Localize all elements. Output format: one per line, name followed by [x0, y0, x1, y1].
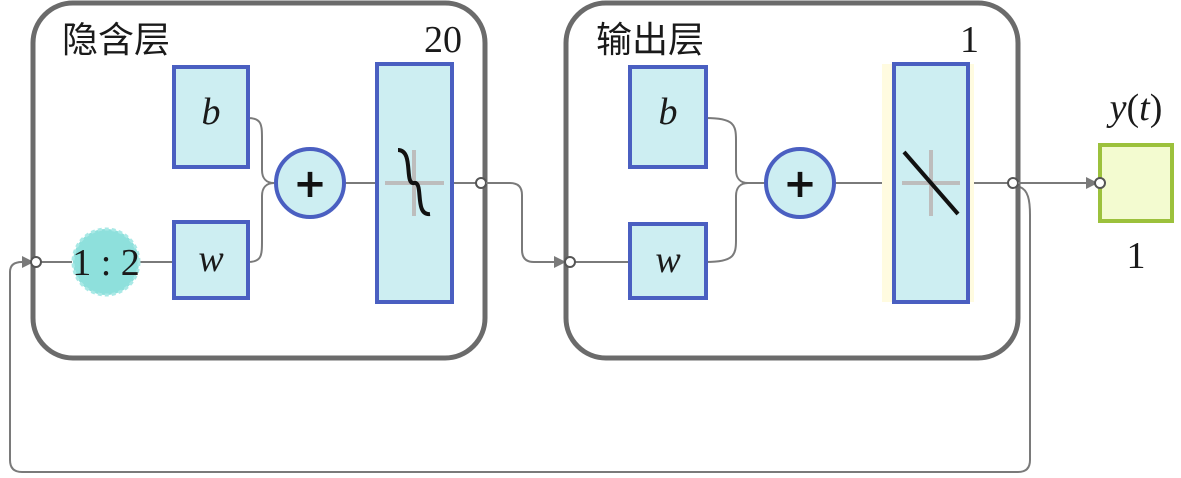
- output-label: y(t): [1106, 87, 1163, 129]
- hidden-to-output-wire: [486, 182, 556, 263]
- hidden-bias-label: b: [202, 91, 221, 133]
- output-weight-label: w: [655, 239, 681, 281]
- output-box: [1098, 143, 1174, 223]
- output-box-port: [1094, 177, 1106, 189]
- output-node: y(t) 1: [1094, 87, 1174, 277]
- output-weight-wire: [705, 182, 749, 263]
- output-layer: 输出层 1 w b +: [563, 0, 1021, 361]
- hidden-layer-size: 20: [424, 19, 462, 61]
- hidden-sum-symbol: +: [293, 161, 327, 207]
- tansig-icon: [385, 148, 444, 216]
- hidden-layer-title: 隐含层: [62, 20, 170, 61]
- output-weight-box: [628, 222, 708, 300]
- output-sum-node: [764, 147, 836, 219]
- hidden-sum-node: [274, 147, 346, 219]
- output-input-port: [564, 256, 576, 268]
- hidden-bias-box: [172, 65, 250, 169]
- output-size: 1: [1127, 235, 1146, 277]
- output-layer-title: 输出层: [596, 20, 704, 61]
- output-layer-output-port: [1007, 177, 1019, 189]
- final-output-arrowhead: [1086, 177, 1098, 189]
- hidden-input-port: [30, 256, 42, 268]
- hidden-bias-wire: [247, 117, 275, 184]
- feedback-arrowhead: [22, 256, 34, 268]
- hidden-to-output-arrowhead: [554, 256, 566, 268]
- delay-label: 1 : 2: [72, 242, 140, 284]
- hidden-weight-box: [172, 220, 250, 300]
- output-layer-size: 1: [960, 19, 979, 61]
- hidden-output-port: [475, 177, 487, 189]
- hidden-layer: 隐含层 20 1 : 2 w b +: [30, 0, 488, 361]
- hidden-weight-wire: [247, 182, 275, 263]
- output-bias-wire: [705, 117, 766, 184]
- tapped-delay-line: 1 : 2: [71, 227, 141, 297]
- delay-circle: [71, 227, 141, 297]
- output-sum-symbol: +: [783, 161, 817, 207]
- purelin-icon: [902, 150, 960, 216]
- hidden-weight-label: w: [198, 238, 224, 280]
- feedback-wire: [9, 186, 1031, 473]
- output-bias-box: [628, 65, 708, 169]
- output-bias-label: b: [659, 91, 678, 133]
